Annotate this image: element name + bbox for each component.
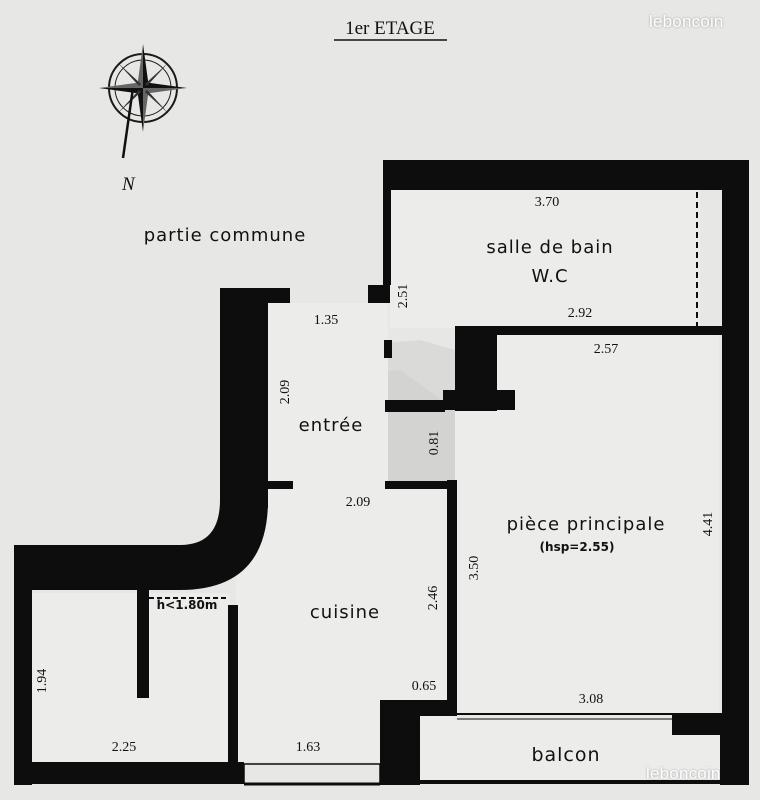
compass-rose-icon (99, 44, 187, 159)
wall-entree-bottom-left (268, 481, 293, 489)
dim-main-bottom: 3.08 (579, 692, 604, 707)
wall-top (383, 160, 749, 190)
dim-bath-side: 2.51 (396, 284, 411, 309)
label-ceiling-height: (hsp=2.55) (540, 540, 615, 554)
label-bathroom: salle de bain (486, 237, 613, 258)
dim-kitchen-bottom: 1.63 (296, 740, 321, 755)
wall-right (722, 160, 749, 720)
wall-storage-right (228, 605, 238, 783)
wall-entree-left (220, 288, 268, 508)
room-floors (32, 190, 720, 782)
wall-balcony-right (720, 713, 749, 785)
dimensions: 3.70 2.92 2.51 1.35 2.09 2.09 0.81 2.57 … (35, 195, 716, 755)
label-common-area: partie commune (144, 225, 307, 246)
label-low-height: h<1.80m (157, 598, 218, 612)
dim-main-left: 3.50 (467, 556, 482, 581)
floor-entrance (268, 303, 388, 486)
walls (14, 160, 749, 785)
dim-bath-top: 3.70 (535, 195, 560, 210)
wall-entree-right-top (384, 340, 392, 358)
wall-bottom (14, 762, 244, 784)
wall-entree-right-stub (385, 400, 445, 412)
dim-entree-bottom: 2.09 (346, 495, 371, 510)
dim-kitchen-side: 2.46 (426, 586, 441, 611)
wall-left (14, 545, 32, 785)
balcony-rail (420, 780, 749, 784)
compass-label: N (121, 174, 136, 195)
dim-entree-top: 1.35 (314, 313, 339, 328)
dim-storage-bottom: 2.25 (112, 740, 137, 755)
wall-storage-stub (137, 590, 149, 698)
label-wc: W.C (531, 266, 568, 287)
wall-kitchen-block-top (395, 700, 457, 716)
dim-bath-bottom: 2.92 (568, 306, 593, 321)
dim-main-top: 2.57 (594, 342, 619, 357)
watermark-bottom: leboncoin (646, 764, 721, 783)
dim-entree-side: 2.09 (278, 380, 293, 405)
label-entrance: entrée (299, 415, 364, 436)
floor-balcony (420, 720, 720, 782)
wall-pillar (368, 285, 390, 303)
windows (149, 192, 698, 786)
floor-storage (32, 593, 230, 763)
dim-kitchen-small: 0.65 (412, 679, 437, 694)
wall-bath-left (383, 160, 391, 285)
dim-storage-side: 1.94 (35, 669, 50, 694)
label-kitchen: cuisine (310, 602, 380, 623)
page-title: 1er ETAGE (345, 18, 435, 39)
wall-chimney-base (443, 390, 515, 410)
label-main-room: pièce principale (507, 514, 666, 535)
dim-passage: 0.81 (427, 431, 442, 456)
watermark-top: leboncoin (649, 12, 724, 31)
label-balcony: balcon (531, 744, 600, 766)
wall-bath-bottom (455, 326, 722, 335)
wall-entree-bottom-right (385, 481, 455, 489)
floor-bathroom (390, 190, 700, 328)
dim-main-right: 4.41 (701, 512, 716, 537)
wall-kitchen-main (447, 480, 457, 715)
wall-curve (32, 500, 268, 590)
